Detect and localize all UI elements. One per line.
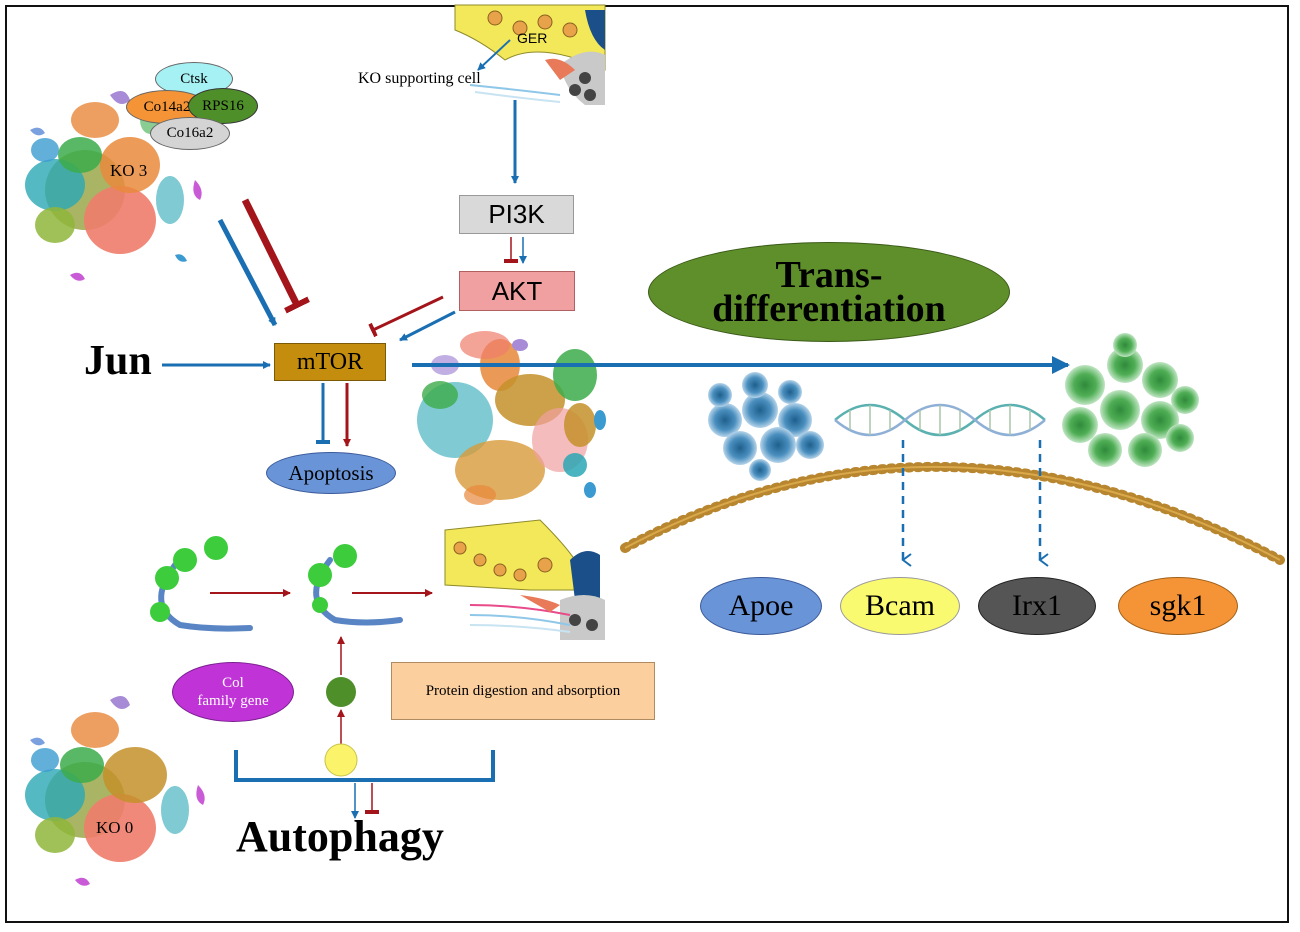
inhibit-ko3-mtor <box>241 198 310 314</box>
inhibit-akt-mtor <box>368 295 444 338</box>
arrow-ko3-mtor <box>217 218 278 327</box>
autophagy-label: Autophagy <box>236 812 444 861</box>
ko-supporting-cell-label: KO supporting cell <box>358 70 481 87</box>
tsne-plot-center <box>417 331 606 505</box>
trans-line2: differentiation <box>712 288 946 330</box>
ko3-label: KO 3 <box>110 161 148 180</box>
jun-label: Jun <box>84 338 152 384</box>
marker-irx1-oval: Irx1 <box>978 577 1096 635</box>
ger-tissue-image-top <box>454 4 606 105</box>
autophagy-bracket <box>234 750 495 782</box>
dna-helix <box>834 403 1046 437</box>
tsne-plot-ko3 <box>25 91 202 281</box>
ko0-label: KO 0 <box>96 818 134 837</box>
marker-bcam-oval: Bcam <box>840 577 960 635</box>
marker-apoe-oval: Apoe <box>700 577 822 635</box>
marker-sgk1-oval: sgk1 <box>1118 577 1238 635</box>
autophagy-stage-1 <box>150 536 253 632</box>
green-vesicle <box>326 677 356 707</box>
ger-label: GER <box>517 30 548 46</box>
differentiated-cell-cluster <box>1062 333 1199 467</box>
transdifferentiation-oval: Trans- differentiation <box>648 242 1010 342</box>
col-family-gene-oval: Col family gene <box>172 662 294 722</box>
protein-digestion-box: Protein digestion and absorption <box>391 662 655 720</box>
akt-box: AKT <box>459 271 575 311</box>
yellow-vesicle <box>324 743 358 777</box>
diagram-border <box>5 5 1289 923</box>
gene-col6a2-oval: Co16a2 <box>150 117 230 150</box>
progenitor-cell-cluster <box>708 372 824 481</box>
col-family-line2: family gene <box>197 693 269 709</box>
mtor-box: mTOR <box>274 343 386 381</box>
trans-line1: Trans- <box>775 254 883 296</box>
cell-membrane <box>620 461 1285 565</box>
apoptosis-oval: Apoptosis <box>266 452 396 494</box>
arrow-akt-mtor <box>399 310 456 342</box>
tsne-plot-ko0 <box>25 696 205 886</box>
tissue-image-bottom <box>444 519 605 640</box>
col-family-line1: Col <box>222 675 244 691</box>
autophagy-stage-2 <box>308 544 403 626</box>
pi3k-box: PI3K <box>459 195 574 234</box>
